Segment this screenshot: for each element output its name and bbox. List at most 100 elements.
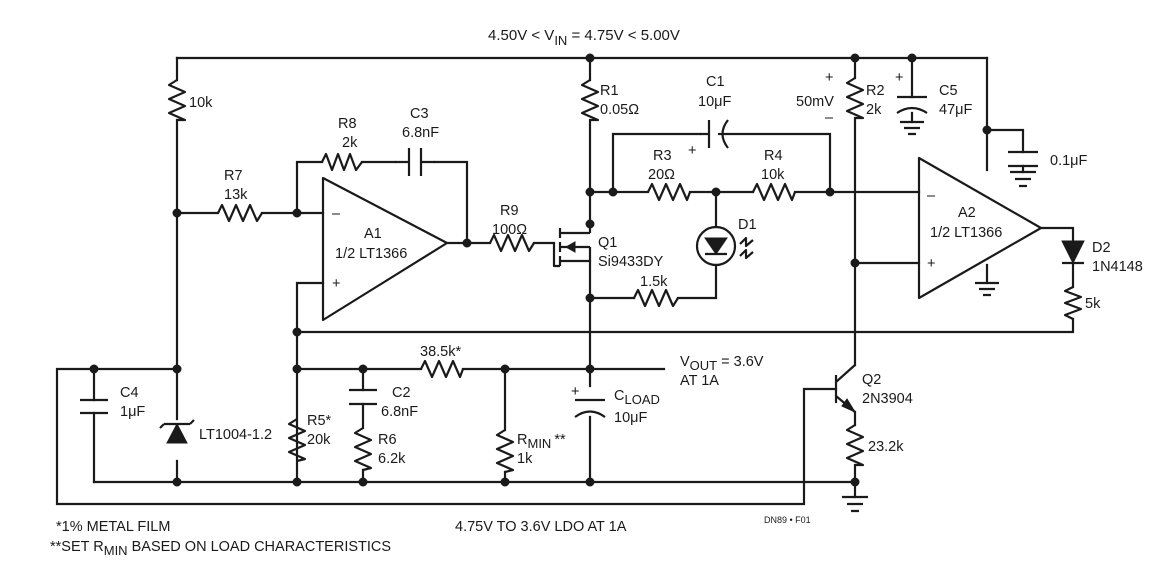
note-rmin: **SET RMIN BASED ON LOAD CHARACTERISTICS [50, 539, 391, 558]
label-d2-part: 1N4148 [1092, 259, 1143, 275]
label-cload-val: 10μF [614, 410, 647, 426]
note-metal-film: *1% METAL FILM [56, 519, 170, 535]
opamp-a1 [321, 176, 449, 322]
opamp-a2 [917, 156, 1043, 300]
capacitor-c5 [896, 95, 928, 114]
label-c5-name: C5 [939, 83, 958, 99]
label-cload-name: CLOAD [614, 388, 660, 407]
label-a1-plus: + [332, 276, 340, 292]
label-r1-name: R1 [600, 83, 619, 99]
label-a2-part: 1/2 LT1366 [930, 225, 1002, 241]
label-r9-name: R9 [500, 203, 519, 219]
label-c2-val: 6.8nF [381, 404, 418, 420]
label-c4-val: 1μF [120, 404, 145, 420]
mosfet-q1 [552, 224, 592, 268]
label-r8-val: 2k [342, 135, 358, 151]
ground-main [842, 495, 868, 513]
label-q2-name: Q2 [862, 372, 881, 388]
capacitor-c4 [80, 398, 108, 415]
figure-id: DN89 • F01 [764, 515, 811, 525]
label-a2-name: A2 [958, 205, 976, 221]
resistor-r5 [287, 418, 307, 463]
transistor-q2 [834, 364, 857, 414]
zener-lt1004 [159, 419, 195, 444]
label-lt1004: LT1004-1.2 [199, 427, 272, 443]
label-a1-part: 1/2 LT1366 [335, 246, 407, 262]
resistor-10k [167, 79, 187, 122]
ground-a2 [975, 281, 999, 297]
label-r2-name: R2 [866, 83, 885, 99]
label-r9-val: 100Ω [492, 222, 527, 238]
label-a1-name: A1 [364, 226, 382, 242]
led-d1 [695, 225, 754, 267]
label-rmin-val: 1k [517, 451, 533, 467]
resistor-23k2 [845, 424, 865, 467]
label-c1-val: 10μF [698, 94, 731, 110]
label-23k2: 23.2k [868, 439, 904, 455]
label-10k: 10k [189, 95, 213, 111]
label-sense-minus: – [825, 110, 834, 126]
label-r3-name: R3 [653, 148, 672, 164]
resistor-r8 [321, 152, 363, 172]
label-r1-val: 0.05Ω [600, 102, 639, 118]
label-r7-name: R7 [224, 168, 243, 184]
resistor-rmin [495, 429, 515, 474]
label-c1-name: C1 [706, 74, 725, 90]
label-r5-val: 20k [307, 432, 331, 448]
diode-d2 [1061, 240, 1085, 265]
resistor-r4 [752, 182, 797, 202]
caption: 4.75V TO 3.6V LDO AT 1A [455, 519, 627, 535]
resistor-1k5 [633, 288, 679, 308]
label-vout: VOUT = 3.6V [680, 354, 764, 373]
capacitor-c3 [395, 148, 435, 176]
junctions [89, 53, 992, 487]
label-rmin-name: RMIN** [517, 432, 566, 451]
label-c2-name: C2 [392, 385, 411, 401]
label-c5-val: 47μF [939, 102, 972, 118]
label-sense-val: 50mV [796, 94, 834, 110]
label-r6-name: R6 [378, 432, 397, 448]
label-cload-plus: + [571, 384, 579, 400]
label-c3-name: C3 [410, 106, 429, 122]
label-d1-name: D1 [738, 217, 757, 233]
label-a1-minus: – [332, 206, 341, 222]
label-r2-val: 2k [866, 102, 882, 118]
resistor-38k5 [420, 359, 465, 379]
resistor-r2 [845, 77, 865, 120]
resistor-r1 [580, 79, 600, 122]
resistor-5k [1063, 286, 1083, 320]
label-a2-minus: – [927, 188, 936, 204]
capacitor-cload [574, 398, 606, 418]
label-a2-plus: + [927, 256, 935, 272]
label-r7-val: 13k [224, 187, 248, 203]
grounds [842, 120, 1036, 513]
label-5k: 5k [1085, 296, 1101, 312]
vin-label: 4.50V < VIN = 4.75V < 5.00V [488, 27, 680, 48]
label-c1-plus: + [688, 143, 696, 159]
resistor-r9 [489, 233, 535, 253]
label-c3-val: 6.8nF [402, 125, 439, 141]
label-q1-part: Si9433DY [598, 254, 664, 270]
label-1k5: 1.5k [640, 274, 668, 290]
wires [55, 56, 1075, 506]
capacitor-c1 [700, 119, 729, 149]
capacitors [80, 95, 1038, 418]
label-r8-name: R8 [338, 116, 357, 132]
label-d2-name: D2 [1092, 240, 1111, 256]
resistor-r7 [217, 203, 263, 223]
label-0p1uf: 0.1μF [1050, 153, 1088, 169]
label-r4-name: R4 [764, 148, 783, 164]
label-q2-part: 2N3904 [862, 391, 913, 407]
label-vout-current: AT 1A [680, 373, 719, 389]
label-c5-plus: + [895, 70, 903, 86]
ground-0p1uf [1010, 170, 1036, 188]
labels: 4.50V < VIN = 4.75V < 5.00V 10k R7 13k R… [50, 27, 1143, 558]
label-r5-name: R5* [307, 413, 332, 429]
resistor-r6 [353, 427, 373, 472]
label-q1-name: Q1 [598, 235, 617, 251]
capacitor-c2 [349, 388, 377, 406]
ground-c5 [900, 120, 924, 136]
resistors [167, 77, 1083, 474]
label-c4-name: C4 [120, 385, 139, 401]
label-r4-val: 10k [761, 167, 785, 183]
